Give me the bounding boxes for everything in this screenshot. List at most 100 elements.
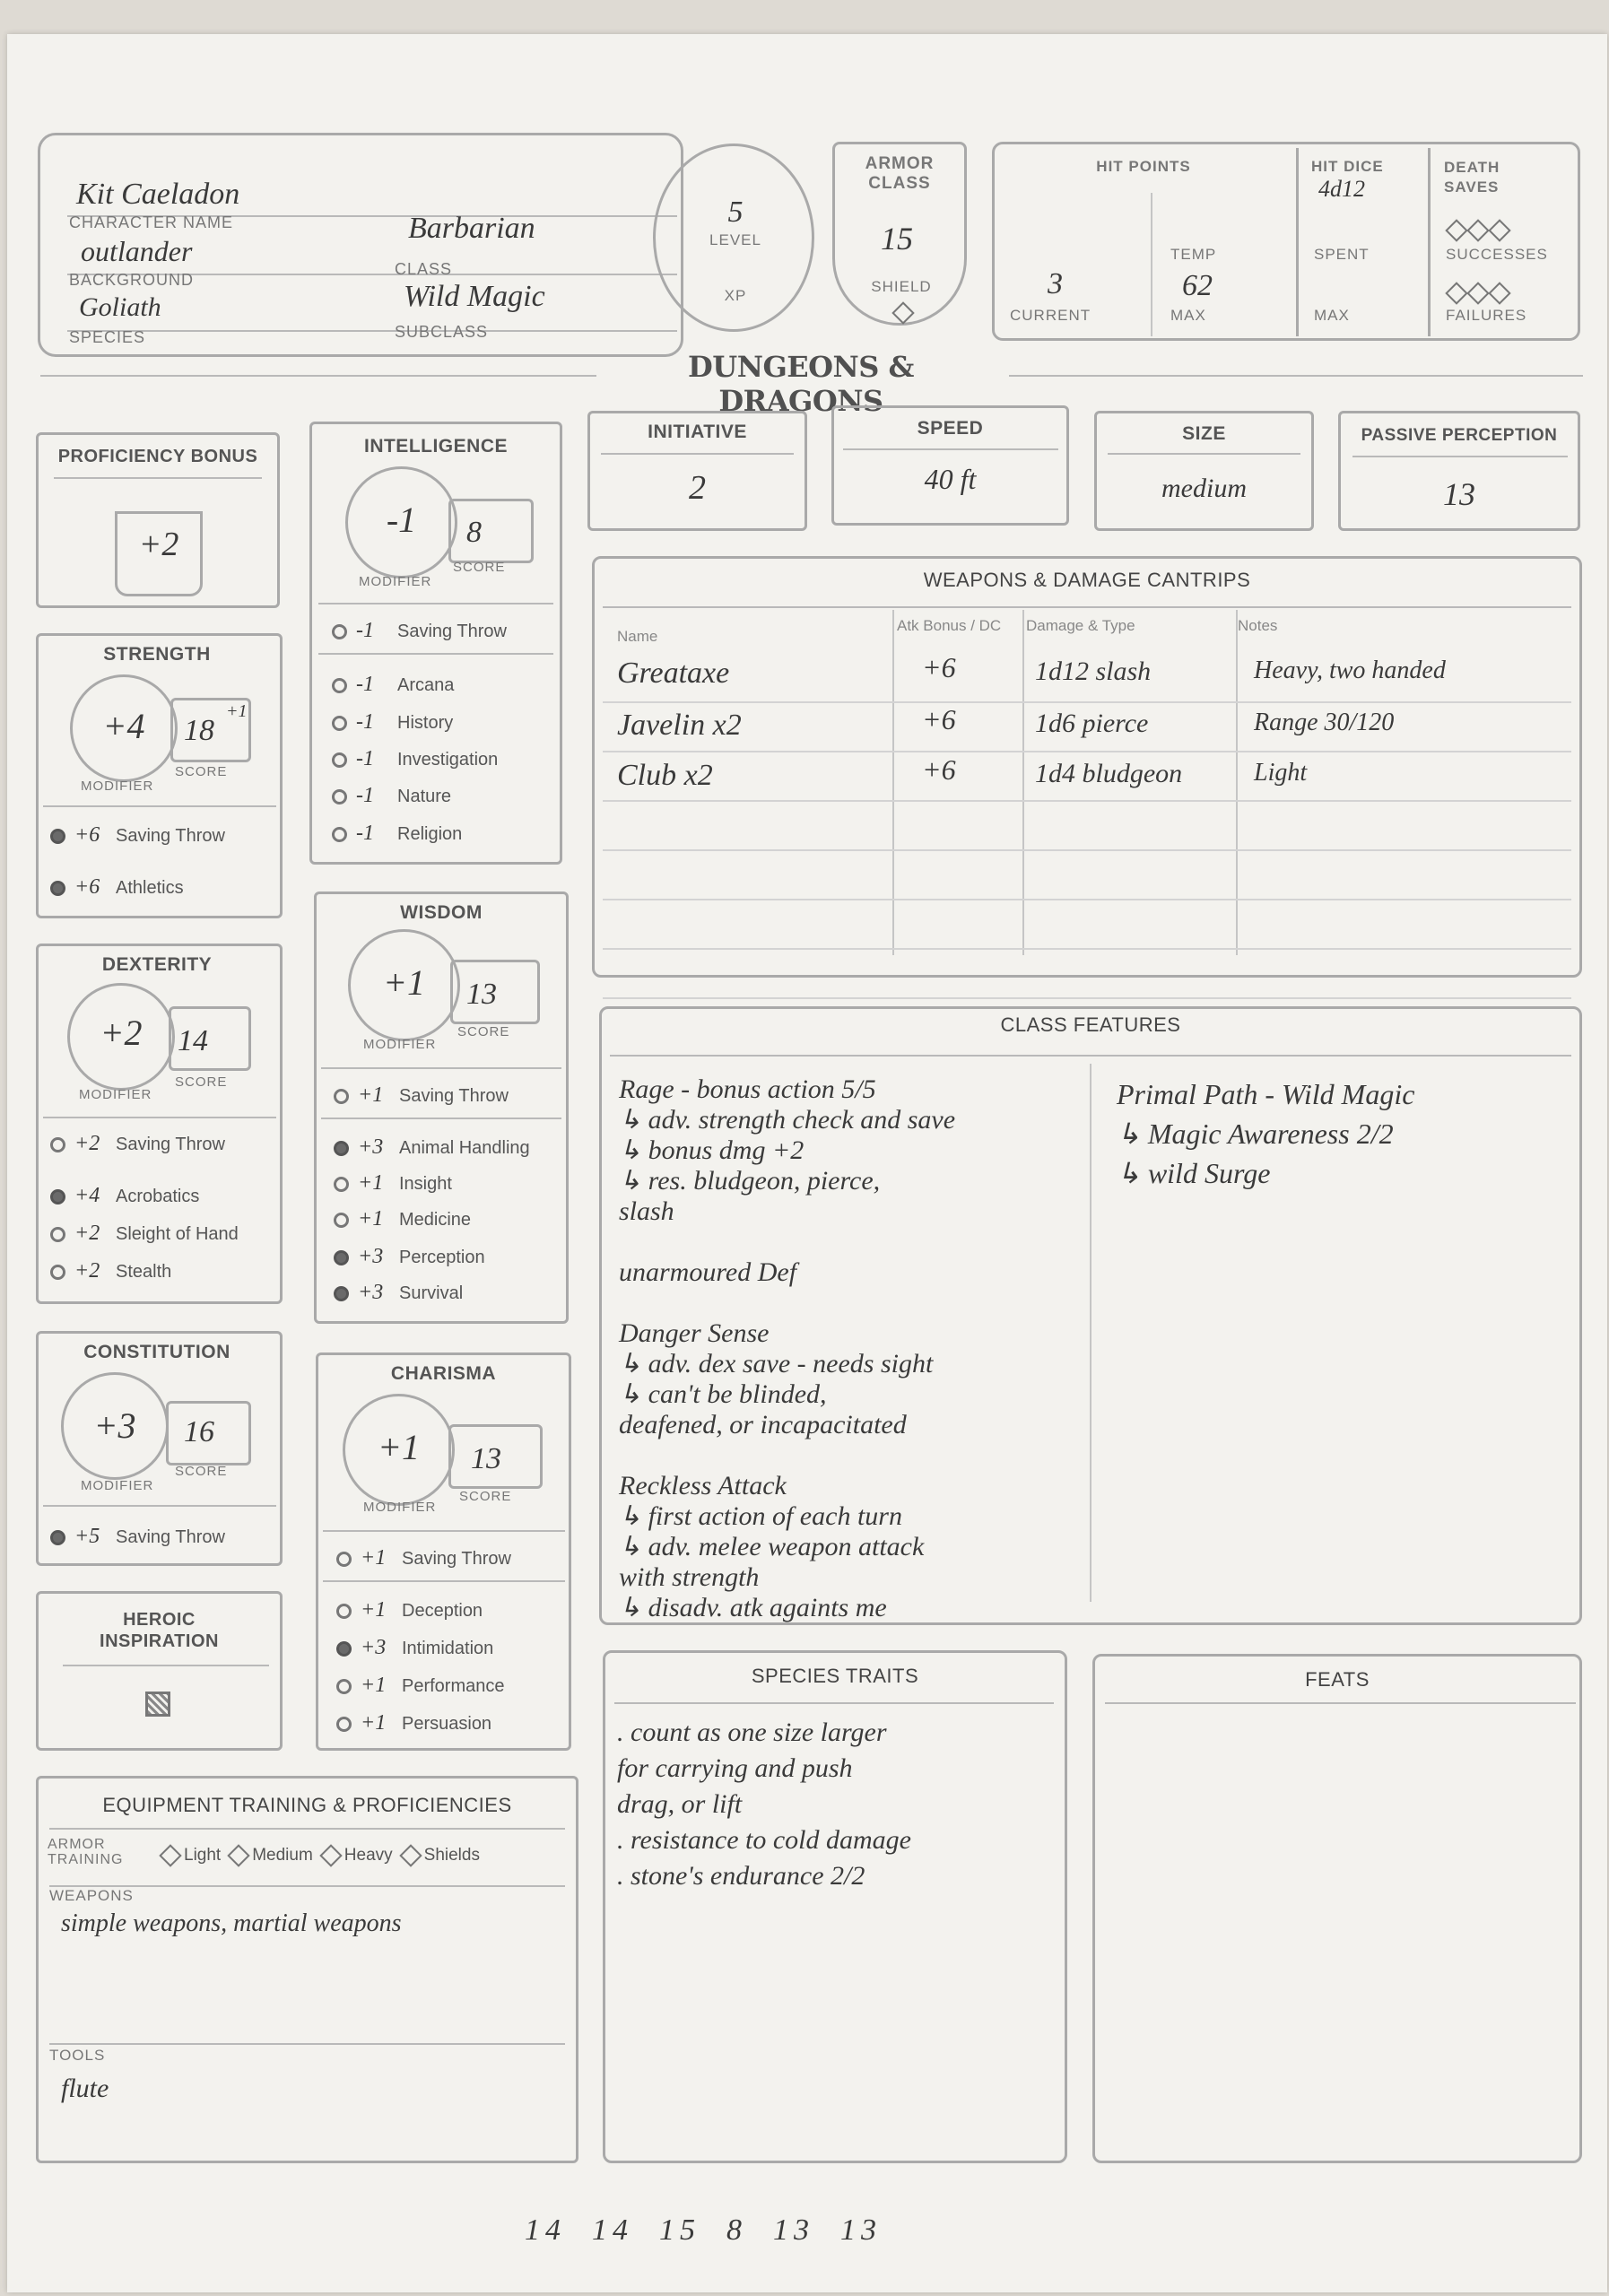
proficiency-dot[interactable] (50, 1137, 65, 1153)
species-value[interactable]: Goliath (79, 292, 161, 322)
weapon-notes[interactable]: Heavy, two handed (1254, 657, 1446, 684)
weapon-name[interactable]: Javelin x2 (617, 709, 742, 742)
proficiency-dot[interactable] (336, 1604, 352, 1620)
class-features-left[interactable]: Rage - bonus action 5/5↳ adv. strength c… (619, 1074, 1090, 1623)
strength-modifier[interactable]: +4 (102, 706, 145, 746)
class-value[interactable]: Barbarian (408, 212, 535, 245)
armor-type-option[interactable]: Shields (398, 1844, 480, 1867)
death-save-failures[interactable] (1445, 281, 1511, 305)
constitution-score[interactable]: 16 (184, 1415, 214, 1448)
proficiency-dot[interactable] (334, 1286, 349, 1302)
proficiency-dot[interactable] (50, 1265, 65, 1281)
tools-value[interactable]: flute (61, 2074, 109, 2103)
wisdom-score[interactable]: 13 (466, 978, 497, 1011)
speed-value[interactable]: 40 ft (924, 463, 977, 495)
strength-score[interactable]: 18 (184, 714, 214, 747)
dexterity-modifier[interactable]: +2 (100, 1013, 143, 1053)
initiative-value[interactable]: 2 (689, 469, 706, 507)
shield-icon[interactable] (891, 300, 915, 325)
constitution-modifier[interactable]: +3 (93, 1405, 136, 1446)
proficiency-dot[interactable] (332, 789, 347, 805)
hp-max-value[interactable]: 62 (1182, 269, 1213, 302)
subclass-value[interactable]: Wild Magic (404, 280, 545, 313)
proficiency-dot[interactable] (50, 1189, 65, 1205)
level-value[interactable]: 5 (727, 196, 744, 229)
proficiency-dot[interactable] (334, 1177, 349, 1193)
proficiency-dot[interactable] (50, 881, 65, 897)
passive-perception-value[interactable]: 13 (1443, 476, 1475, 512)
size-value[interactable]: medium (1161, 474, 1247, 503)
proficiency-dot[interactable] (332, 678, 347, 694)
proficiency-dot[interactable] (336, 1679, 352, 1695)
proficiency-dot[interactable] (336, 1552, 352, 1568)
weapon-damage[interactable]: 1d6 pierce (1035, 709, 1149, 738)
weapon-name[interactable]: Greataxe (617, 657, 730, 690)
intelligence-score[interactable]: 8 (466, 516, 482, 549)
charisma-modifier[interactable]: +1 (378, 1427, 420, 1467)
proficiency-dot[interactable] (334, 1250, 349, 1266)
armor-type-option[interactable]: Light (159, 1844, 221, 1867)
weapon-name[interactable]: Club x2 (617, 759, 713, 792)
proficiency-dot[interactable] (334, 1141, 349, 1157)
weapon-damage[interactable]: 1d4 bludgeon (1035, 759, 1183, 788)
proficiency-dot[interactable] (332, 716, 347, 732)
dexterity-score[interactable]: 14 (178, 1024, 208, 1057)
death-save-successes[interactable] (1445, 218, 1511, 242)
proficiency-dot[interactable] (336, 1717, 352, 1733)
hit-dice-value[interactable]: 4d12 (1318, 176, 1365, 202)
heroic-inspiration-checkbox[interactable] (145, 1692, 170, 1717)
weapon-notes[interactable]: Light (1254, 759, 1308, 787)
proficiency-dot[interactable] (332, 827, 347, 843)
charisma-score[interactable]: 13 (471, 1442, 501, 1475)
armor-class-value[interactable]: 15 (881, 221, 913, 257)
weapon-notes[interactable]: Range 30/120 (1254, 709, 1395, 736)
wisdom-modifier[interactable]: +1 (383, 962, 425, 1003)
armor-type-option[interactable]: Medium (227, 1844, 313, 1867)
proficiency-dot[interactable] (332, 752, 347, 769)
weapon-attack-bonus[interactable]: +6 (922, 651, 956, 683)
intelligence-modifier[interactable]: -1 (386, 500, 417, 540)
proficiency-dot[interactable] (332, 624, 347, 640)
weapon-damage[interactable]: 1d12 slash (1035, 657, 1152, 686)
proficiency-dot[interactable] (334, 1213, 349, 1229)
armor-type-option[interactable]: Heavy (319, 1844, 393, 1867)
weapon-attack-bonus[interactable]: +6 (922, 703, 956, 735)
proficiency-dot[interactable] (50, 1530, 65, 1546)
proficiency-bonus-value[interactable]: +2 (138, 526, 179, 563)
weapons-proficiency-value[interactable]: simple weapons, martial weapons (61, 1909, 402, 1937)
background-value[interactable]: outlander (81, 235, 193, 267)
weapon-attack-bonus[interactable]: +6 (922, 753, 956, 786)
proficiency-dot[interactable] (336, 1641, 352, 1657)
proficiency-dot[interactable] (50, 829, 65, 845)
proficiency-dot[interactable] (334, 1089, 349, 1105)
class-features-right[interactable]: Primal Path - Wild Magic↳ Magic Awarenes… (1117, 1074, 1565, 1193)
hp-current-value[interactable]: 3 (1048, 267, 1063, 300)
character-name-value[interactable]: Kit Caeladon (76, 178, 240, 211)
proficiency-dot[interactable] (50, 1227, 65, 1243)
